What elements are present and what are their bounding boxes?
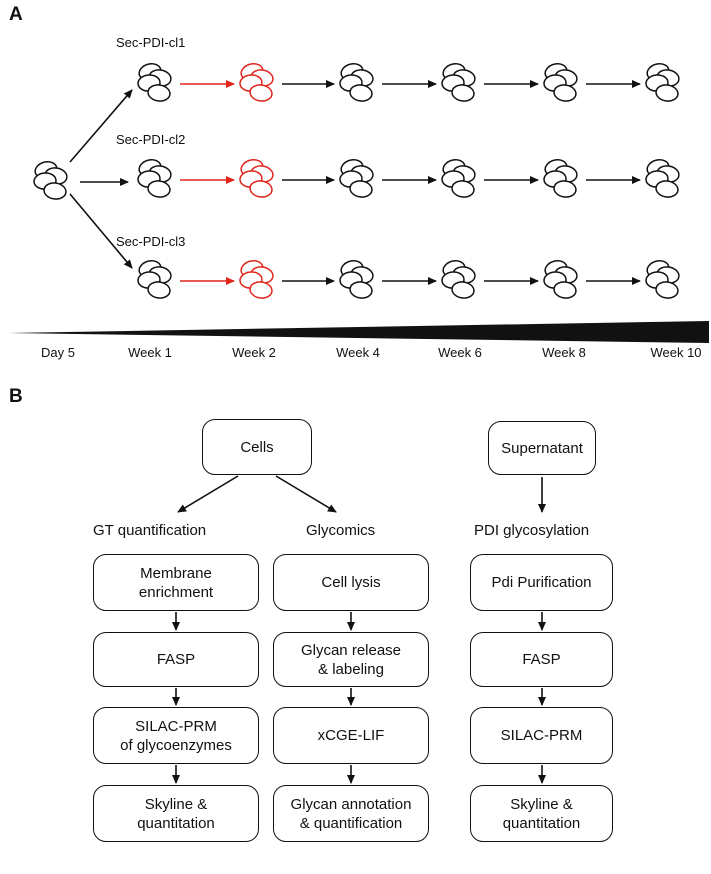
cell-cluster-row2-col6 (645, 159, 680, 198)
pdi-purification-box: Pdi Purification (470, 554, 613, 611)
skyline-quantitation-box-pdi: Skyline & quantitation (470, 785, 613, 842)
branch-arrow-cl3 (69, 193, 133, 269)
timepoint-label-day5: Day 5 (41, 345, 75, 360)
gt-quantification-header: GT quantification (93, 522, 207, 539)
cell-cluster-row2-col1 (137, 159, 172, 198)
cell-cluster-row3-col5 (543, 260, 578, 299)
pdi-glycosylation-header: PDI glycosylation (474, 522, 590, 539)
cell-cluster-row2-col5 (543, 159, 578, 198)
glycan-release-labeling-box: Glycan release & labeling (273, 632, 429, 687)
timepoint-label-week4: Week 4 (336, 345, 380, 360)
silac-prm-box-pdi: SILAC-PRM (470, 707, 613, 764)
cell-cluster-row1-col4 (441, 63, 476, 102)
origin-cell-cluster (33, 161, 68, 200)
cell-cluster-row3-col4 (441, 260, 476, 299)
cells-to-glycomics-arrow (275, 475, 337, 513)
panel-a-diagram (8, 63, 709, 343)
cell-cluster-row2-col4 (441, 159, 476, 198)
glycan-annotation-box: Glycan annotation & quantification (273, 785, 429, 842)
panel-a-letter: A (9, 4, 23, 25)
cell-cluster-row2-col2 (239, 159, 274, 198)
silac-prm-glycoenzymes-box: SILAC-PRM of glycoenzymes (93, 707, 259, 764)
cell-cluster-row3-col3 (339, 260, 374, 299)
timepoint-label-week1: Week 1 (128, 345, 172, 360)
timepoint-label-week8: Week 8 (542, 345, 586, 360)
cell-cluster-row1-col6 (645, 63, 680, 102)
clone-label-2: Sec-PDI-cl2 (116, 132, 186, 147)
timepoint-label-week10: Week 10 (650, 345, 702, 360)
fasp-box-gt: FASP (93, 632, 259, 687)
cell-lysis-box: Cell lysis (273, 554, 429, 611)
cell-cluster-row1-col1 (137, 63, 172, 102)
supernatant-box: Supernatant (488, 421, 596, 475)
cell-cluster-row1-col3 (339, 63, 374, 102)
cell-cluster-row1-col2 (239, 63, 274, 102)
timepoint-label-week6: Week 6 (438, 345, 482, 360)
time-gradient-wedge (8, 321, 709, 343)
panel-b-letter: B (9, 386, 23, 407)
cells-to-gt-arrow (177, 475, 239, 513)
cell-cluster-row2-col3 (339, 159, 374, 198)
cells-box: Cells (202, 419, 312, 475)
cell-cluster-row3-col1 (137, 260, 172, 299)
fasp-box-pdi: FASP (470, 632, 613, 687)
branch-arrow-cl1 (69, 89, 133, 163)
membrane-enrichment-box: Membrane enrichment (93, 554, 259, 611)
skyline-quantitation-box-gt: Skyline & quantitation (93, 785, 259, 842)
xcge-lif-box: xCGE-LIF (273, 707, 429, 764)
clone-label-1: Sec-PDI-cl1 (116, 35, 186, 50)
cell-cluster-row3-col2 (239, 260, 274, 299)
cell-cluster-row1-col5 (543, 63, 578, 102)
cell-cluster-row3-col6 (645, 260, 680, 299)
timepoint-label-week2: Week 2 (232, 345, 276, 360)
clone-label-3: Sec-PDI-cl3 (116, 234, 186, 249)
glycomics-header: Glycomics (306, 522, 376, 539)
